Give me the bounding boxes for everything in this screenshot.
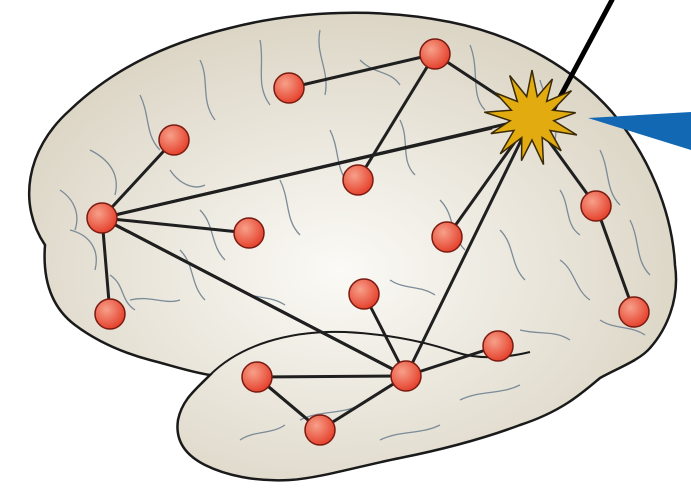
- network-node: [391, 361, 421, 391]
- network-node: [349, 279, 379, 309]
- network-node: [87, 203, 117, 233]
- network-node: [483, 331, 513, 361]
- network-node: [581, 191, 611, 221]
- network-node: [242, 362, 272, 392]
- network-node: [274, 73, 304, 103]
- network-node: [159, 125, 189, 155]
- network-node: [95, 299, 125, 329]
- network-edge: [257, 376, 406, 377]
- network-node: [432, 222, 462, 252]
- network-node: [420, 39, 450, 69]
- network-node: [343, 165, 373, 195]
- network-node: [305, 415, 335, 445]
- network-node: [234, 218, 264, 248]
- network-node: [619, 297, 649, 327]
